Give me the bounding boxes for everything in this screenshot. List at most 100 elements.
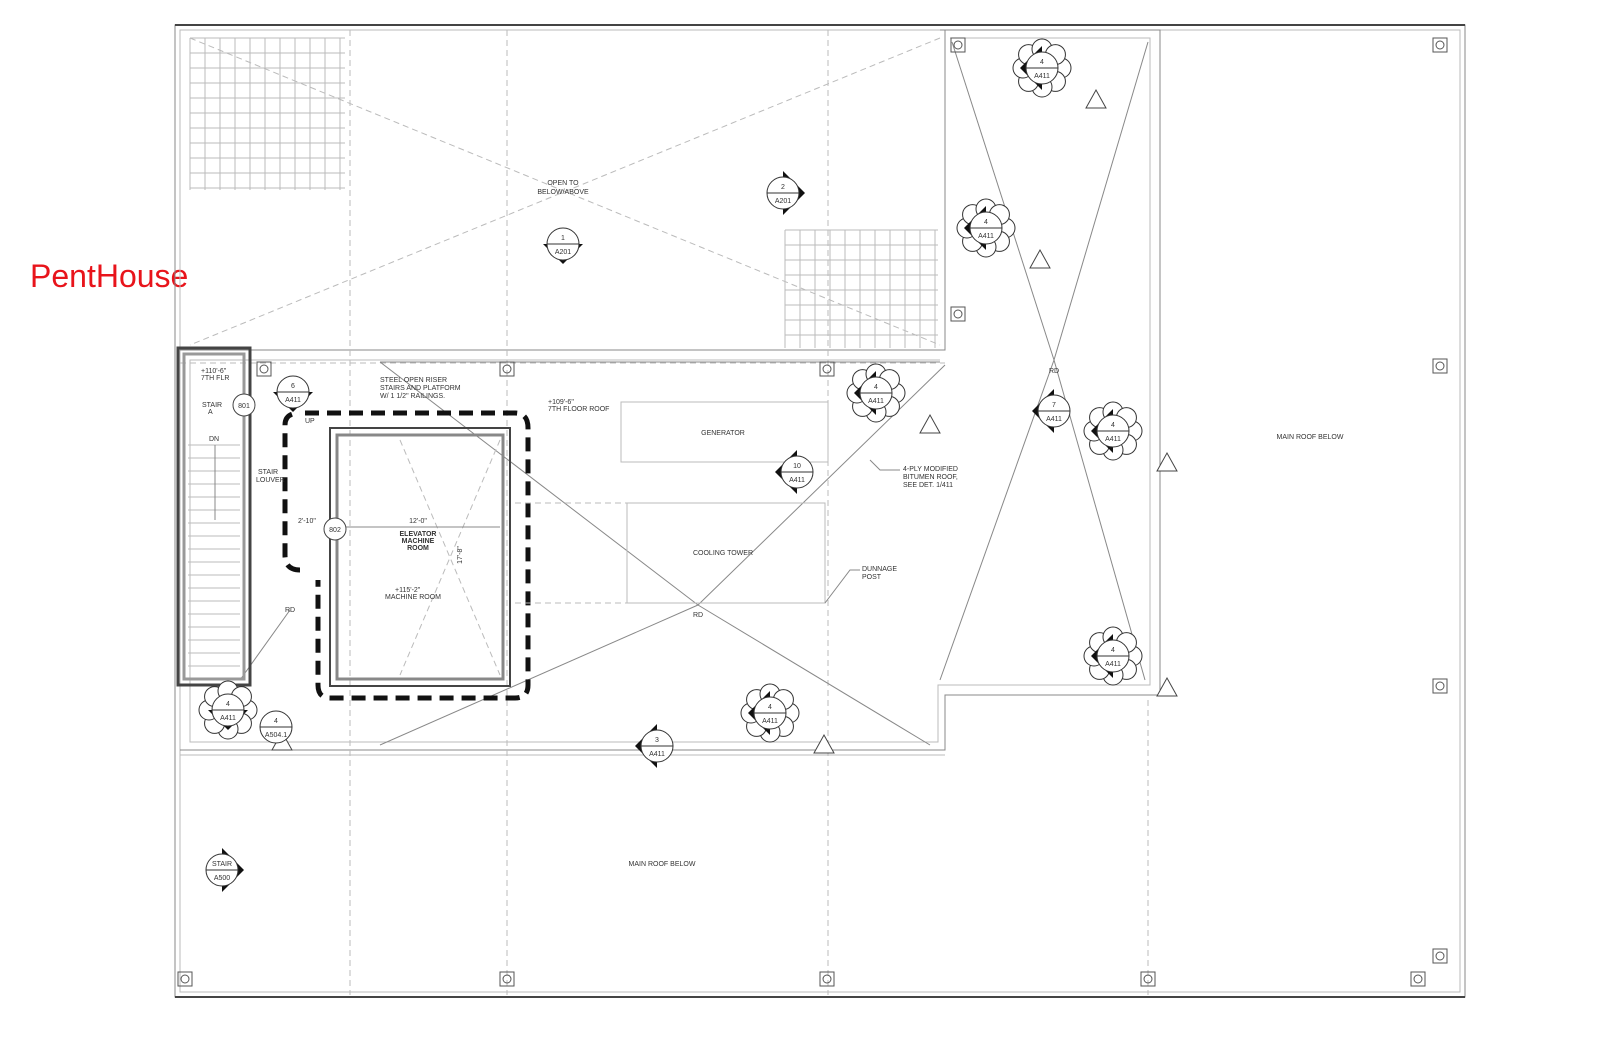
elev-floor-roof-2: 7TH FLOOR ROOF (548, 406, 609, 413)
detail-tag-circle (232, 393, 256, 417)
revision-triangle (1156, 451, 1178, 472)
roof-drain: RD (285, 607, 295, 614)
roof-note-2: BITUMEN ROOF, (903, 474, 958, 481)
cooling-tower-label: COOLING TOWER (693, 550, 753, 557)
roof-drain: RD (693, 612, 703, 619)
main-roof-right-label: MAIN ROOF BELOW (1277, 434, 1344, 441)
column (1432, 948, 1448, 964)
roof-note-3: SEE DET. 1/411 (903, 482, 953, 489)
marker-number: 3 (655, 737, 659, 744)
column (1432, 678, 1448, 694)
stair-a-label-2: A (208, 409, 213, 416)
marker-number: 4 (768, 704, 772, 711)
equipment (515, 401, 900, 604)
marker-number: 2 (781, 184, 785, 191)
marker-number: 4 (984, 219, 988, 226)
generator-label: GENERATOR (701, 430, 745, 437)
column (499, 971, 515, 987)
revision-triangle (1029, 248, 1051, 269)
elev-flr: +110'-6" (201, 368, 227, 375)
down-label: DN (209, 436, 219, 443)
marker-sheet: A411 (1046, 416, 1062, 423)
columns (177, 37, 1448, 987)
marker-number: 7 (1052, 402, 1056, 409)
elev-floor-roof: +109'-6" (548, 399, 574, 406)
stair-a (176, 346, 252, 687)
marker-sheet: A411 (1105, 436, 1121, 443)
column (1432, 37, 1448, 53)
column (819, 971, 835, 987)
marker-sheet: A411 (1105, 661, 1121, 668)
column (177, 971, 193, 987)
elevator-machine-room (282, 410, 531, 701)
elevator-label-2: MACHINE (402, 538, 435, 545)
dimension-small: 2'-10" (298, 518, 316, 525)
elevator-label-3: ROOM (407, 545, 429, 552)
marker-sheet: A411 (762, 718, 778, 725)
dunnage-note-2: POST (862, 574, 882, 581)
elev-machine-room-2: MACHINE ROOM (385, 594, 441, 601)
dunnage-note: DUNNAGE (862, 566, 897, 573)
stair-note: STEEL OPEN RISER (380, 377, 447, 384)
column (256, 361, 272, 377)
section-markers: 1A2012A2014A4114A4116A4114A4117A4114A411… (198, 38, 1178, 892)
roof-drain: RD (1049, 368, 1059, 375)
marker-number: 6 (291, 383, 295, 390)
marker-sheet: A201 (775, 198, 791, 205)
marker-number: 1 (561, 235, 565, 242)
marker-number: 4 (274, 718, 278, 725)
sheet-label: PentHouse (30, 258, 189, 294)
up-label: UP (305, 418, 315, 425)
marker-number: 4 (1111, 422, 1115, 429)
revision-triangle (1156, 676, 1178, 697)
skylight-grids (189, 37, 938, 348)
open-to-below-label: OPEN TO (547, 180, 579, 187)
marker-sheet: A500 (214, 875, 230, 882)
roof-note: 4-PLY MODIFIED (903, 466, 958, 473)
marker-number: 10 (793, 463, 801, 470)
column (499, 361, 515, 377)
elev-flr-2: 7TH FLR (201, 375, 229, 382)
column (950, 306, 966, 322)
column (950, 37, 966, 53)
marker-sheet: A504.1 (265, 732, 287, 739)
marker-sheet: A411 (868, 398, 884, 405)
marker-number: 4 (1111, 647, 1115, 654)
open-to-below-label-2: BELOW/ABOVE (537, 189, 589, 196)
column (1410, 971, 1426, 987)
marker-number: STAIR (212, 861, 232, 868)
elevator-label: ELEVATOR (400, 531, 437, 538)
marker-number: 4 (226, 701, 230, 708)
revision-triangle (919, 413, 941, 434)
louver-note: STAIR (258, 469, 278, 476)
marker-sheet: A411 (649, 751, 665, 758)
marker-sheet: A411 (978, 233, 994, 240)
marker-sheet: A411 (285, 397, 301, 404)
building-outline (174, 24, 1466, 998)
detail-tag: 801 (238, 403, 250, 410)
marker-number: 4 (874, 384, 878, 391)
dimension-depth: 17'-8" (457, 546, 464, 564)
text-labels: OPEN TO BELOW/ABOVE GENERATOR COOLING TO… (201, 180, 1344, 868)
marker-sheet: A411 (789, 477, 805, 484)
detail-tag-circle (323, 517, 347, 541)
revision-triangle (1085, 88, 1107, 109)
column (1432, 358, 1448, 374)
section-marker[interactable]: STAIR A500 (205, 848, 244, 892)
elev-machine-room: +115'-2" (395, 587, 421, 594)
